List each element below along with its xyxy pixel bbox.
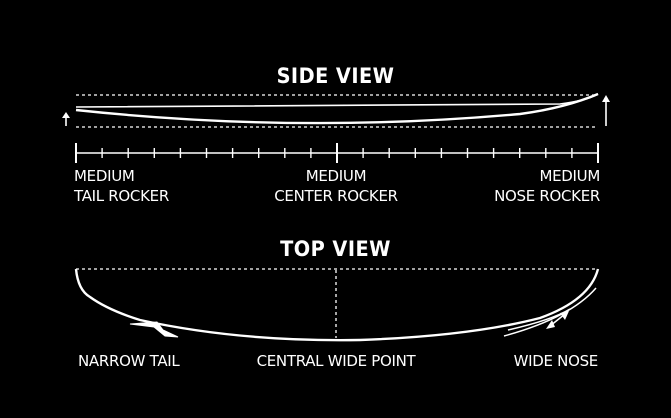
nose-width-guide-inner bbox=[507, 308, 571, 331]
side-view-drawing bbox=[62, 92, 610, 163]
nose-rocker-label: MEDIUM NOSE ROCKER bbox=[494, 167, 600, 205]
narrow-tail-label: NARROW TAIL bbox=[78, 352, 180, 370]
board-outline bbox=[74, 268, 600, 342]
board-deck-line bbox=[75, 93, 599, 108]
nose-height-arrow bbox=[602, 95, 610, 126]
rocker-scale-ticks bbox=[75, 143, 599, 163]
top-view-title: TOP VIEW bbox=[280, 237, 391, 261]
wide-nose-label: WIDE NOSE bbox=[513, 352, 599, 370]
central-wide-point-label: CENTRAL WIDE POINT bbox=[256, 352, 416, 370]
nose-width-arrow bbox=[546, 311, 569, 329]
top-view-drawing bbox=[74, 268, 600, 342]
tail-height-arrow bbox=[62, 112, 70, 126]
board-bottom-curve bbox=[75, 92, 599, 125]
center-rocker-label: MEDIUM CENTER ROCKER bbox=[274, 167, 398, 205]
tail-width-callout bbox=[129, 321, 179, 338]
side-view-title: SIDE VIEW bbox=[276, 64, 395, 88]
tail-rocker-label: MEDIUM TAIL ROCKER bbox=[74, 167, 169, 205]
